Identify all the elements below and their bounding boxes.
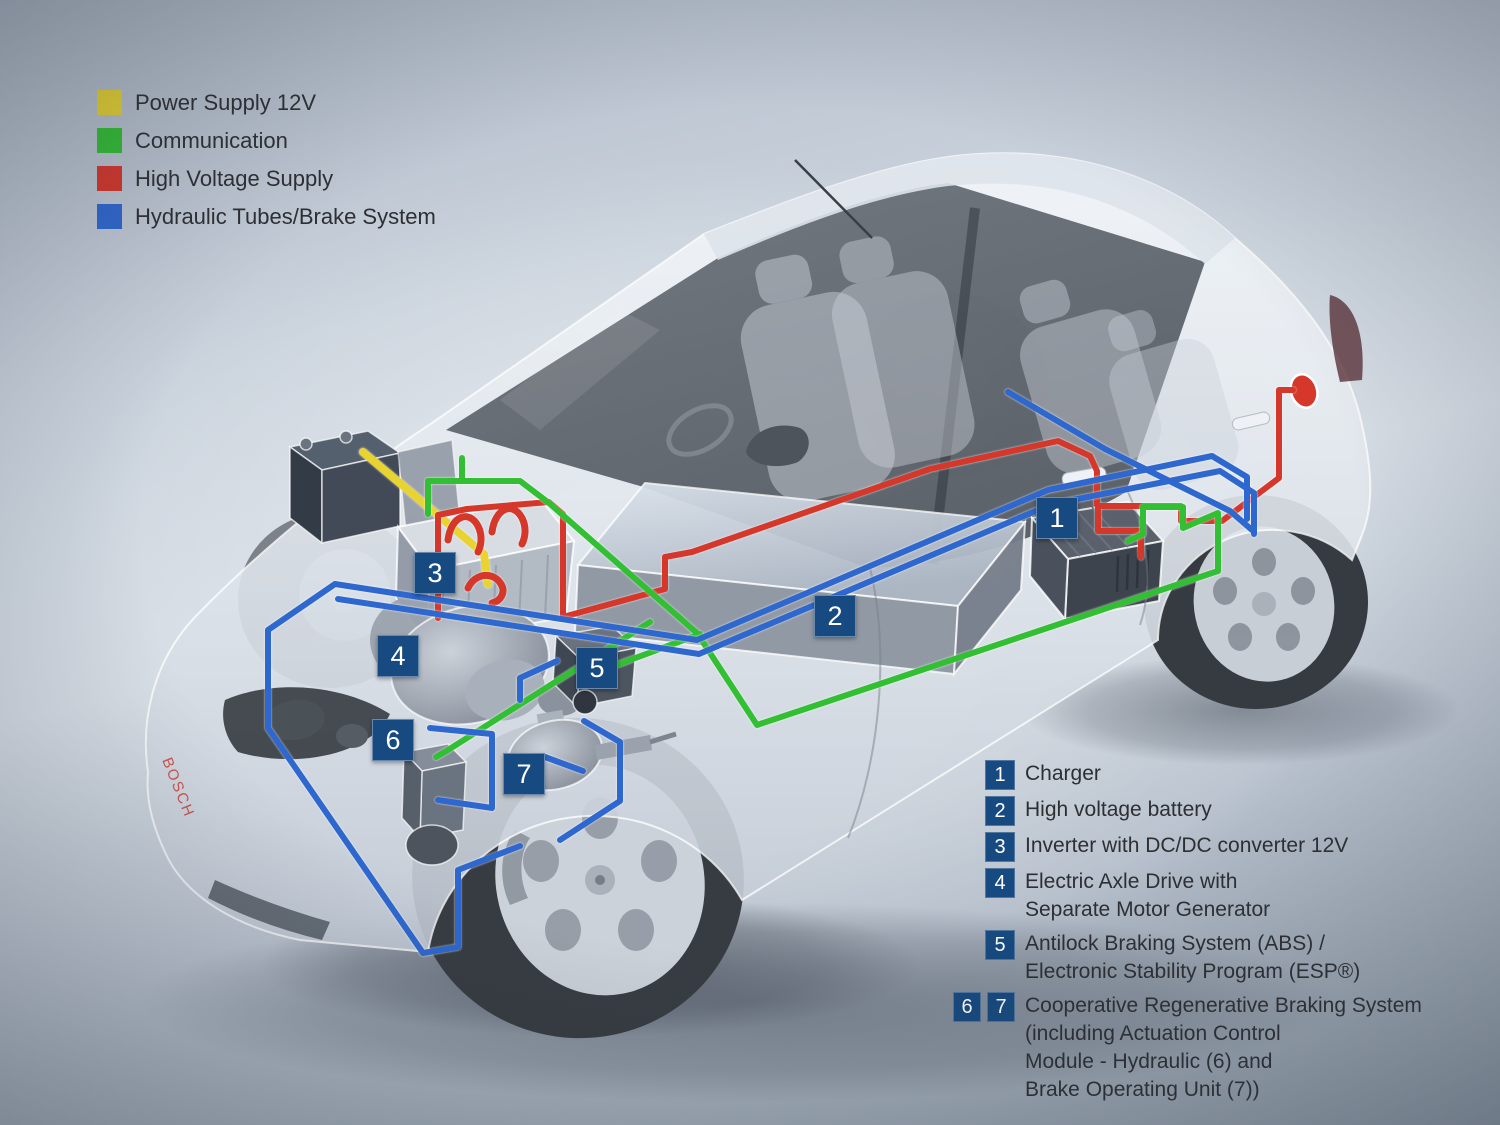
component-legend-numbers: 5: [953, 930, 1015, 960]
component-legend-item: 1 Charger: [953, 760, 1422, 790]
component-legend-label: Cooperative Regenerative Braking System(…: [1025, 994, 1422, 1101]
component-number-badge: 1: [985, 760, 1015, 790]
b-pillar: [928, 207, 980, 565]
car-marker-3: 3: [414, 552, 456, 594]
headlight-lens-small: [336, 724, 368, 748]
car-marker-2: 2: [814, 595, 856, 637]
front-grille: [208, 880, 330, 940]
component-legend-label: Antilock Braking System (ABS) /Electroni…: [1025, 932, 1361, 983]
legend-color-swatch: [97, 166, 122, 191]
legend-label: High Voltage Supply: [135, 165, 334, 191]
antenna: [794, 159, 873, 239]
component-legend-numbers: 4: [953, 868, 1015, 898]
seats: [666, 236, 1239, 502]
component-number-badge: 7: [987, 992, 1015, 1022]
charge-port: [1289, 373, 1319, 409]
side-mirror: [746, 425, 809, 467]
headlight-lens: [265, 699, 325, 741]
door-handle-rear: [1231, 411, 1271, 431]
battery-12v: [288, 430, 402, 545]
car-marker-7: 7: [503, 753, 545, 795]
car-marker-6: 6: [372, 719, 414, 761]
legend-color-swatch: [97, 128, 122, 153]
component-number-badge: 2: [985, 796, 1015, 826]
component-legend-numbers: 1: [953, 760, 1015, 790]
roof-panel: [704, 153, 1235, 264]
rear-wheel: [1144, 495, 1368, 709]
component-number-badge: 4: [985, 868, 1015, 898]
wiring-legend-item: Communication: [97, 128, 436, 153]
legend-label: Hydraulic Tubes/Brake System: [135, 203, 436, 229]
windshield-reflection: [500, 310, 660, 430]
legend-color-swatch: [97, 204, 122, 229]
car-marker-1: 1: [1036, 497, 1078, 539]
component-legend: 1 Charger 2 High voltage battery 3 Inverter w…: [953, 760, 1422, 1110]
wiring-legend-item: Power Supply 12V: [97, 90, 436, 115]
component-legend-numbers: 2: [953, 796, 1015, 826]
component-legend-item: 3 Inverter with DC/DC converter 12V: [953, 832, 1422, 862]
component-legend-label: Inverter with DC/DC converter 12V: [1025, 834, 1349, 857]
car-marker-4: 4: [377, 635, 419, 677]
component-number-badge: 6: [953, 992, 981, 1022]
hydraulic-wires: [265, 389, 1257, 956]
wiring-legend-item: Hydraulic Tubes/Brake System: [97, 204, 436, 229]
battery-pack-box: [573, 481, 1027, 678]
legend-label: Power Supply 12V: [135, 89, 316, 115]
component-legend-item: 2 High voltage battery: [953, 796, 1422, 826]
component-legend-label: Charger: [1025, 762, 1101, 785]
component-legend-label: High voltage battery: [1025, 798, 1212, 821]
component-legend-numbers: 3: [953, 832, 1015, 862]
legend-label: Communication: [135, 127, 288, 153]
component-number-badge: 5: [985, 930, 1015, 960]
component-number-badge: 3: [985, 832, 1015, 862]
component-legend-item: 5 Antilock Braking System (ABS) /Electron…: [953, 930, 1422, 986]
tail-lamp: [1329, 295, 1363, 382]
car-marker-5: 5: [576, 647, 618, 689]
wiring-legend-item: High Voltage Supply: [97, 166, 436, 191]
legend-color-swatch: [97, 90, 122, 115]
